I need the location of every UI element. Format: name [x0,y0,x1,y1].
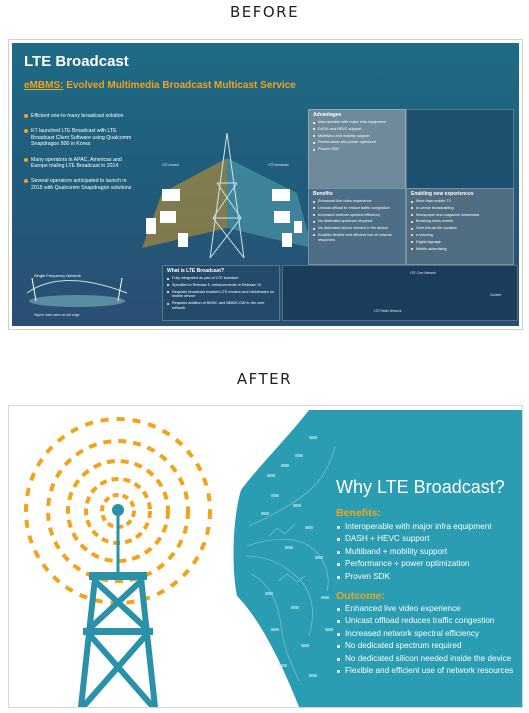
enabling-item: e-learning [407,233,513,238]
after-slide: Why LTE Broadcast? Benefits: Interoperab… [8,405,523,708]
broadcast-coverage-area [233,410,522,707]
what-item: Fully integrated as part of LTE standard [163,276,279,281]
before-bullet: Many operators in APAC, Americas and Eur… [24,157,136,170]
before-bullet: KT launched LTE Broadcast with LTE Broad… [24,128,136,147]
what-item: Requires addition of BMSC and MBMS-GW to… [163,301,279,311]
network-lines [244,445,336,682]
device-marks [261,436,333,677]
advantages-panel: Advantages Interoperable with major infr… [308,109,406,191]
before-benefits-item: No dedicated silicon needed in the devic… [309,226,405,231]
tower-left-label: LTE unicast [162,163,179,167]
before-benefits-item: Increased network spectral efficiency [309,213,405,218]
sfn-note: Higher data rates at cell edge [34,313,80,317]
outcome-item: Increased network spectral efficiency [336,628,521,640]
benefits-heading: Benefits: [336,507,381,519]
before-slide: LTE Broadcast eMBMS: Evolved Multimedia … [8,39,523,330]
network-panel [282,265,518,321]
before-label: BEFORE [229,3,300,21]
architecture-panel [406,109,514,191]
content-label: Content [490,293,502,297]
advantages-item: Performance and power optimized [309,140,405,145]
benefit-item: DASH + HEVC support [336,533,521,545]
advantages-item: Multiband and mobility support [309,134,405,139]
enabling-panel: Enabling new experiences More than mobil… [406,188,514,265]
enabling-item: More than mobile TV [407,199,513,204]
before-slide-canvas: LTE Broadcast eMBMS: Evolved Multimedia … [12,43,519,326]
sfn-label: Single Frequency Network [34,273,81,278]
what-heading: What is LTE Broadcast? [167,268,225,274]
before-benefits-panel: Benefits Enhanced live video experience … [308,188,406,265]
after-slide-artwork [24,410,522,707]
benefit-item: Interoperable with major infra equipment [336,521,521,533]
before-bullets: Efficient one-to-many broadcast solution… [24,113,136,200]
after-title: Why LTE Broadcast? [336,477,505,497]
benefit-item: Multiband + mobility support [336,546,521,558]
enabling-heading: Enabling new experiences [411,191,474,197]
before-benefits-item: Unicast offload to reduce traffic conges… [309,206,405,211]
outcome-item: No dedicated spectrum required [336,640,521,652]
outcome-item: Flexible and efficient use of network re… [336,665,521,677]
enabling-item: Breaking news events [407,219,513,224]
outcome-list: Enhanced live video experience Unicast o… [336,603,521,677]
benefit-item: Proven SDK [336,571,521,583]
enabling-item: Mobile advertising [407,247,513,252]
what-item: Requires broadcast enabled LTE modem and… [163,290,279,300]
what-item: Specified in Release 9, enhancements in … [163,283,279,288]
before-bullet: Efficient one-to-many broadcast solution [24,113,136,119]
advantages-heading: Advantages [313,112,342,118]
enabling-item: Digital signage [407,240,513,245]
what-panel: What is LTE Broadcast? Fully integrated … [162,265,280,321]
before-benefits-item: Enables flexible and efficient use of ne… [309,233,405,243]
after-label: AFTER [236,370,293,388]
enabling-item: Newspaper and magazine downloads [407,213,513,218]
outcome-heading: Outcome: [336,590,386,602]
before-benefits-item: No dedicated spectrum required [309,219,405,224]
outcome-item: Enhanced live video experience [336,603,521,615]
core-network-label: LTE Core Network [410,271,436,275]
enabling-item: Over-the-air file updates [407,226,513,231]
before-subtitle-rest: Evolved Multimedia Broadcast Multicast S… [63,80,296,91]
radio-network-label: LTE Radio Network [374,309,402,313]
benefit-item: Performance + power optimization [336,558,521,570]
advantages-item: Interoperable with major infra equipment [309,120,405,125]
benefits-list: Interoperable with major infra equipment… [336,521,521,583]
before-subtitle-acronym: eMBMS: [24,80,64,91]
before-subtitle: eMBMS: Evolved Multimedia Broadcast Mult… [24,80,296,91]
enabling-item: In-venue broadcasting [407,206,513,211]
tower-structure [77,574,159,707]
outcome-item: Unicast offload reduces traffic congesti… [336,615,521,627]
before-benefits-heading: Benefits [313,191,333,197]
tower-icon [83,504,153,635]
before-benefits-item: Enhanced live video experience [309,199,405,204]
before-title: LTE Broadcast [24,53,129,70]
before-bullet: Several operators anticipated to launch … [24,178,136,191]
outcome-item: No dedicated silicon needed inside the d… [336,653,521,665]
advantages-item: Proven SDK [309,147,405,152]
tower-right-label: LTE broadcast [268,163,289,167]
advantages-item: DASH and HEVC support [309,127,405,132]
